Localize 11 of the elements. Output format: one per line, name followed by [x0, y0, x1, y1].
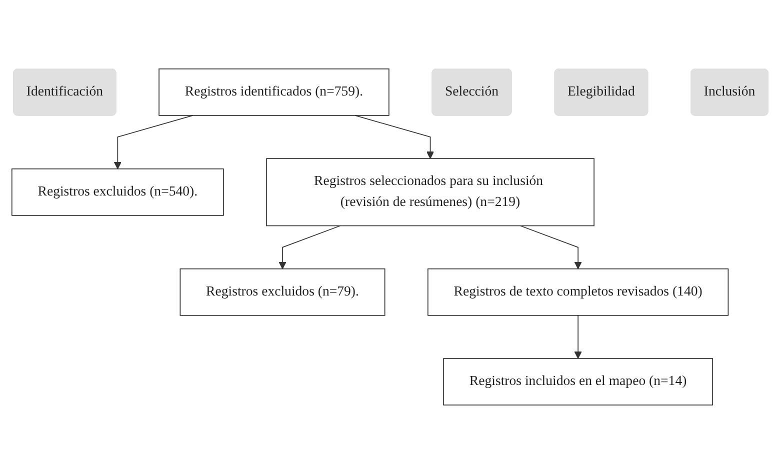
arrow	[114, 114, 194, 169]
arrow	[278, 224, 341, 269]
arrow	[354, 114, 434, 158]
node-box: Registros seleccionados para su inclusión (revisión de resúmenes) (n=219)	[266, 158, 594, 226]
node-box: Registros de texto completos revisados (140)	[428, 268, 729, 316]
node-box: Registros excluidos (n=540).	[11, 168, 224, 216]
node-box: Registros incluidos en el mapeo (n=14)	[443, 358, 713, 405]
node-box: Registros excluidos (n=79).	[180, 268, 386, 316]
arrow	[574, 314, 582, 358]
arrow	[520, 224, 582, 269]
node-box: Registros identificados (n=759).	[158, 68, 390, 116]
